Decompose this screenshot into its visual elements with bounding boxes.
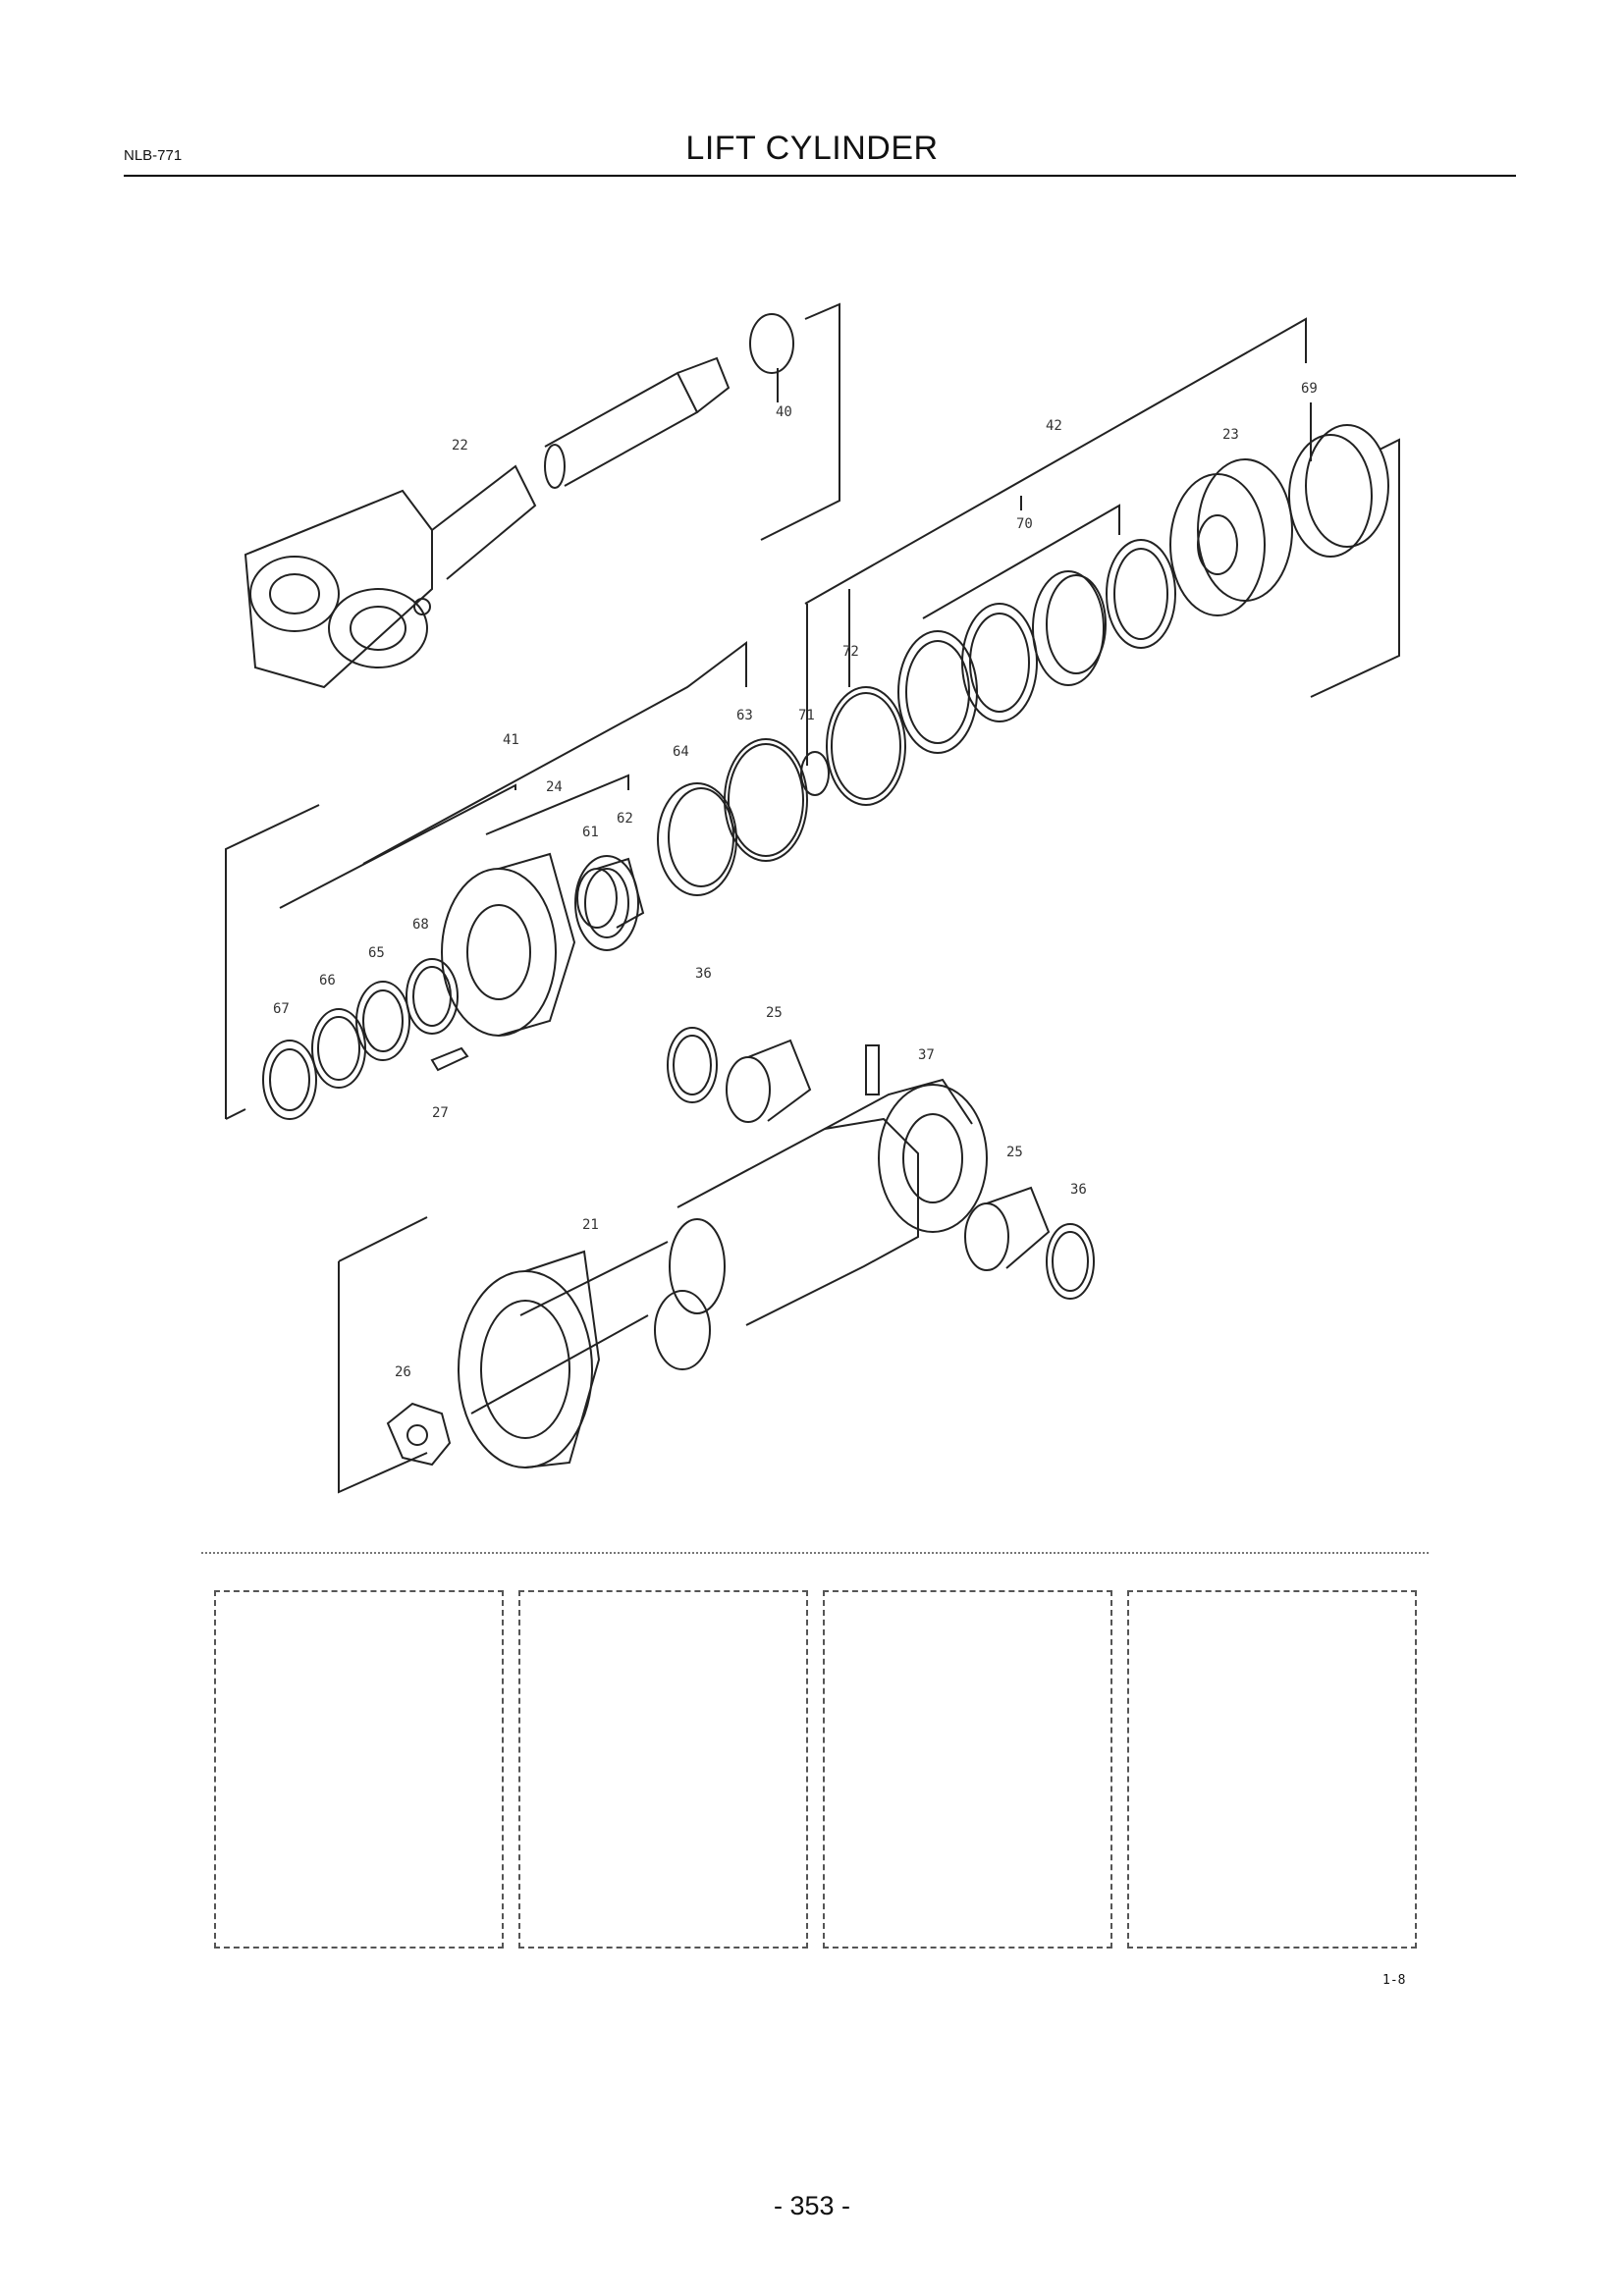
callout-66: 66: [319, 973, 336, 988]
notes-panel-2: [518, 1590, 808, 1949]
callout-25-lower: 25: [1006, 1145, 1023, 1160]
callout-36-lower: 36: [1070, 1182, 1087, 1198]
callout-63: 63: [736, 708, 753, 723]
callout-61: 61: [582, 825, 599, 840]
panel-separator: [201, 1552, 1429, 1554]
seal-ring-70a: [1106, 539, 1176, 649]
callout-26: 26: [395, 1364, 411, 1380]
callout-37: 37: [918, 1047, 935, 1063]
nut-26: [386, 1402, 452, 1467]
callout-23: 23: [1222, 427, 1239, 443]
page-title: LIFT CYLINDER: [685, 130, 939, 167]
callout-36-upper: 36: [695, 966, 712, 982]
callout-72: 72: [842, 644, 859, 660]
page-number: - 353 -: [773, 2191, 851, 2220]
callout-62: 62: [617, 811, 633, 827]
bushing-25-upper: [726, 1039, 812, 1123]
ring-67: [262, 1040, 317, 1120]
callout-65: 65: [368, 945, 385, 961]
grease-fitting-37: [865, 1044, 880, 1095]
cylinder-tube-21: [458, 1078, 988, 1468]
notes-panel-3: [823, 1590, 1112, 1949]
ring-64: [657, 782, 737, 896]
seal-ring-70d: [897, 630, 978, 754]
callout-21: 21: [582, 1217, 599, 1233]
o-ring-71: [800, 751, 830, 796]
callout-69: 69: [1301, 381, 1318, 397]
callout-27: 27: [432, 1105, 449, 1121]
callout-25-upper: 25: [766, 1005, 783, 1021]
ring-36-upper: [667, 1027, 718, 1103]
piston-rod-clevis: [244, 356, 731, 689]
callout-40: 40: [776, 404, 792, 420]
ring-66: [311, 1008, 366, 1089]
callout-64: 64: [673, 744, 689, 760]
notes-panel-1: [214, 1590, 504, 1949]
callout-67: 67: [273, 1001, 290, 1017]
bushing-61: [576, 868, 618, 929]
title-rule: [124, 175, 1516, 177]
bushing-25-lower: [964, 1186, 1051, 1271]
notes-panel-4: [1127, 1590, 1417, 1949]
seal-ring-70c: [961, 603, 1038, 722]
ring-68: [406, 958, 459, 1035]
callout-41: 41: [503, 732, 519, 748]
ring-72: [826, 686, 906, 806]
ring-65: [355, 981, 410, 1061]
seal-ring-70b: [1032, 570, 1105, 686]
callout-42: 42: [1046, 418, 1062, 434]
callout-24: 24: [546, 779, 563, 795]
callout-70: 70: [1016, 516, 1033, 532]
figure-reference: 1-8: [1382, 1973, 1406, 1988]
piston-23: [1169, 458, 1293, 616]
cylinder-head-24: [441, 852, 639, 1037]
wear-ring-69: [1288, 424, 1389, 558]
callout-71: 71: [798, 708, 815, 723]
callout-68: 68: [412, 917, 429, 933]
ring-36-lower: [1046, 1223, 1095, 1300]
callout-22: 22: [452, 438, 468, 454]
snap-ring-40: [749, 313, 794, 374]
bolt-27: [430, 1046, 469, 1072]
doc-code: NLB-771: [124, 147, 183, 164]
